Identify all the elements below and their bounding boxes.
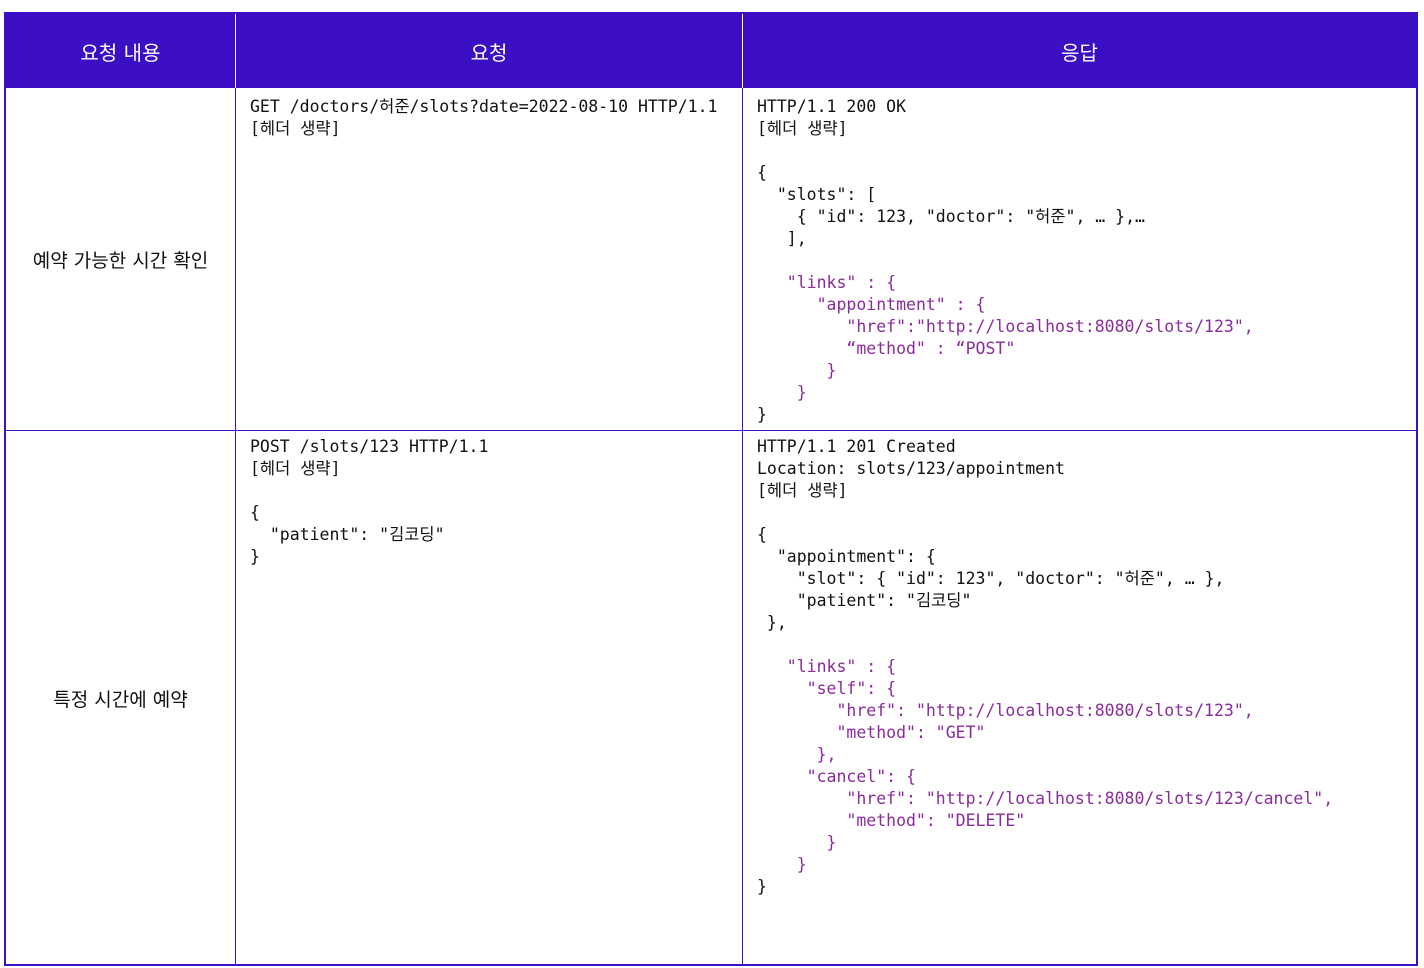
code-line: HTTP/1.1 200 OK	[757, 97, 907, 116]
column-divider	[742, 88, 743, 964]
code-line: [헤더 생략]	[757, 119, 848, 138]
header-request-description: 요청 내용	[80, 40, 161, 65]
code-line: POST /slots/123 HTTP/1.1	[250, 437, 489, 456]
api-comparison-table: 요청 내용 요청 응답 예약 가능한 시간 확인 GET /doctors/허준…	[4, 12, 1418, 966]
code-line: “method" : “POST"	[757, 339, 1016, 358]
response-code: HTTP/1.1 200 OK [헤더 생략] { "slots": [ { "…	[757, 96, 1254, 426]
code-line: }	[757, 383, 807, 402]
code-line: ],	[757, 229, 807, 248]
code-line: }	[757, 877, 767, 896]
code-line: "links" : {	[757, 273, 897, 292]
column-divider	[235, 88, 236, 964]
code-line: GET /doctors/허준/slots?date=2022-08-10 HT…	[250, 97, 718, 116]
code-line: }	[757, 833, 837, 852]
code-line: "href": "http://localhost:8080/slots/123…	[757, 789, 1334, 808]
code-line: [헤더 생략]	[250, 459, 341, 478]
row-label: 예약 가능한 시간 확인	[32, 249, 209, 272]
code-line: "patient": "김코딩"	[757, 591, 972, 610]
code-line: {	[250, 503, 260, 522]
code-line: {	[757, 525, 767, 544]
code-line: Location: slots/123/appointment	[757, 459, 1065, 478]
code-line: "method": "GET"	[757, 723, 986, 742]
code-line: }	[757, 361, 837, 380]
header-request: 요청	[235, 14, 742, 88]
code-line: "method": "DELETE"	[757, 811, 1026, 830]
code-line: "href": "http://localhost:8080/slots/123…	[757, 701, 1254, 720]
code-line: "appointment": {	[757, 547, 936, 566]
code-line: },	[757, 745, 837, 764]
request-code: GET /doctors/허준/slots?date=2022-08-10 HT…	[250, 96, 717, 140]
code-line: "patient": "김코딩"	[250, 525, 445, 544]
code-line: "cancel": {	[757, 767, 916, 786]
code-line: }	[250, 547, 260, 566]
table-header: 요청 내용 요청 응답	[6, 14, 1416, 88]
code-line: "self": {	[757, 679, 897, 698]
response-code: HTTP/1.1 201 Created Location: slots/123…	[757, 436, 1333, 898]
code-line: [헤더 생략]	[757, 481, 848, 500]
request-code: POST /slots/123 HTTP/1.1 [헤더 생략] { "pati…	[250, 436, 488, 568]
code-line: }	[757, 405, 767, 424]
row-label: 특정 시간에 예약	[53, 689, 188, 711]
code-line: "href":"http://localhost:8080/slots/123"…	[757, 317, 1254, 336]
code-line: "slots": [	[757, 185, 877, 204]
code-line: "links" : {	[757, 657, 897, 676]
code-line: [헤더 생략]	[250, 119, 341, 138]
code-line: "appointment" : {	[757, 295, 986, 314]
code-line: "slot": { "id": 123", "doctor": "허준", … …	[757, 569, 1225, 588]
code-line: HTTP/1.1 201 Created	[757, 437, 956, 456]
code-line: },	[757, 613, 787, 632]
code-line: {	[757, 163, 767, 182]
code-line: { "id": 123, "doctor": "허준", … },…	[757, 207, 1145, 226]
header-response: 응답	[742, 14, 1416, 88]
row-divider	[6, 430, 1416, 431]
code-line: }	[757, 855, 807, 874]
